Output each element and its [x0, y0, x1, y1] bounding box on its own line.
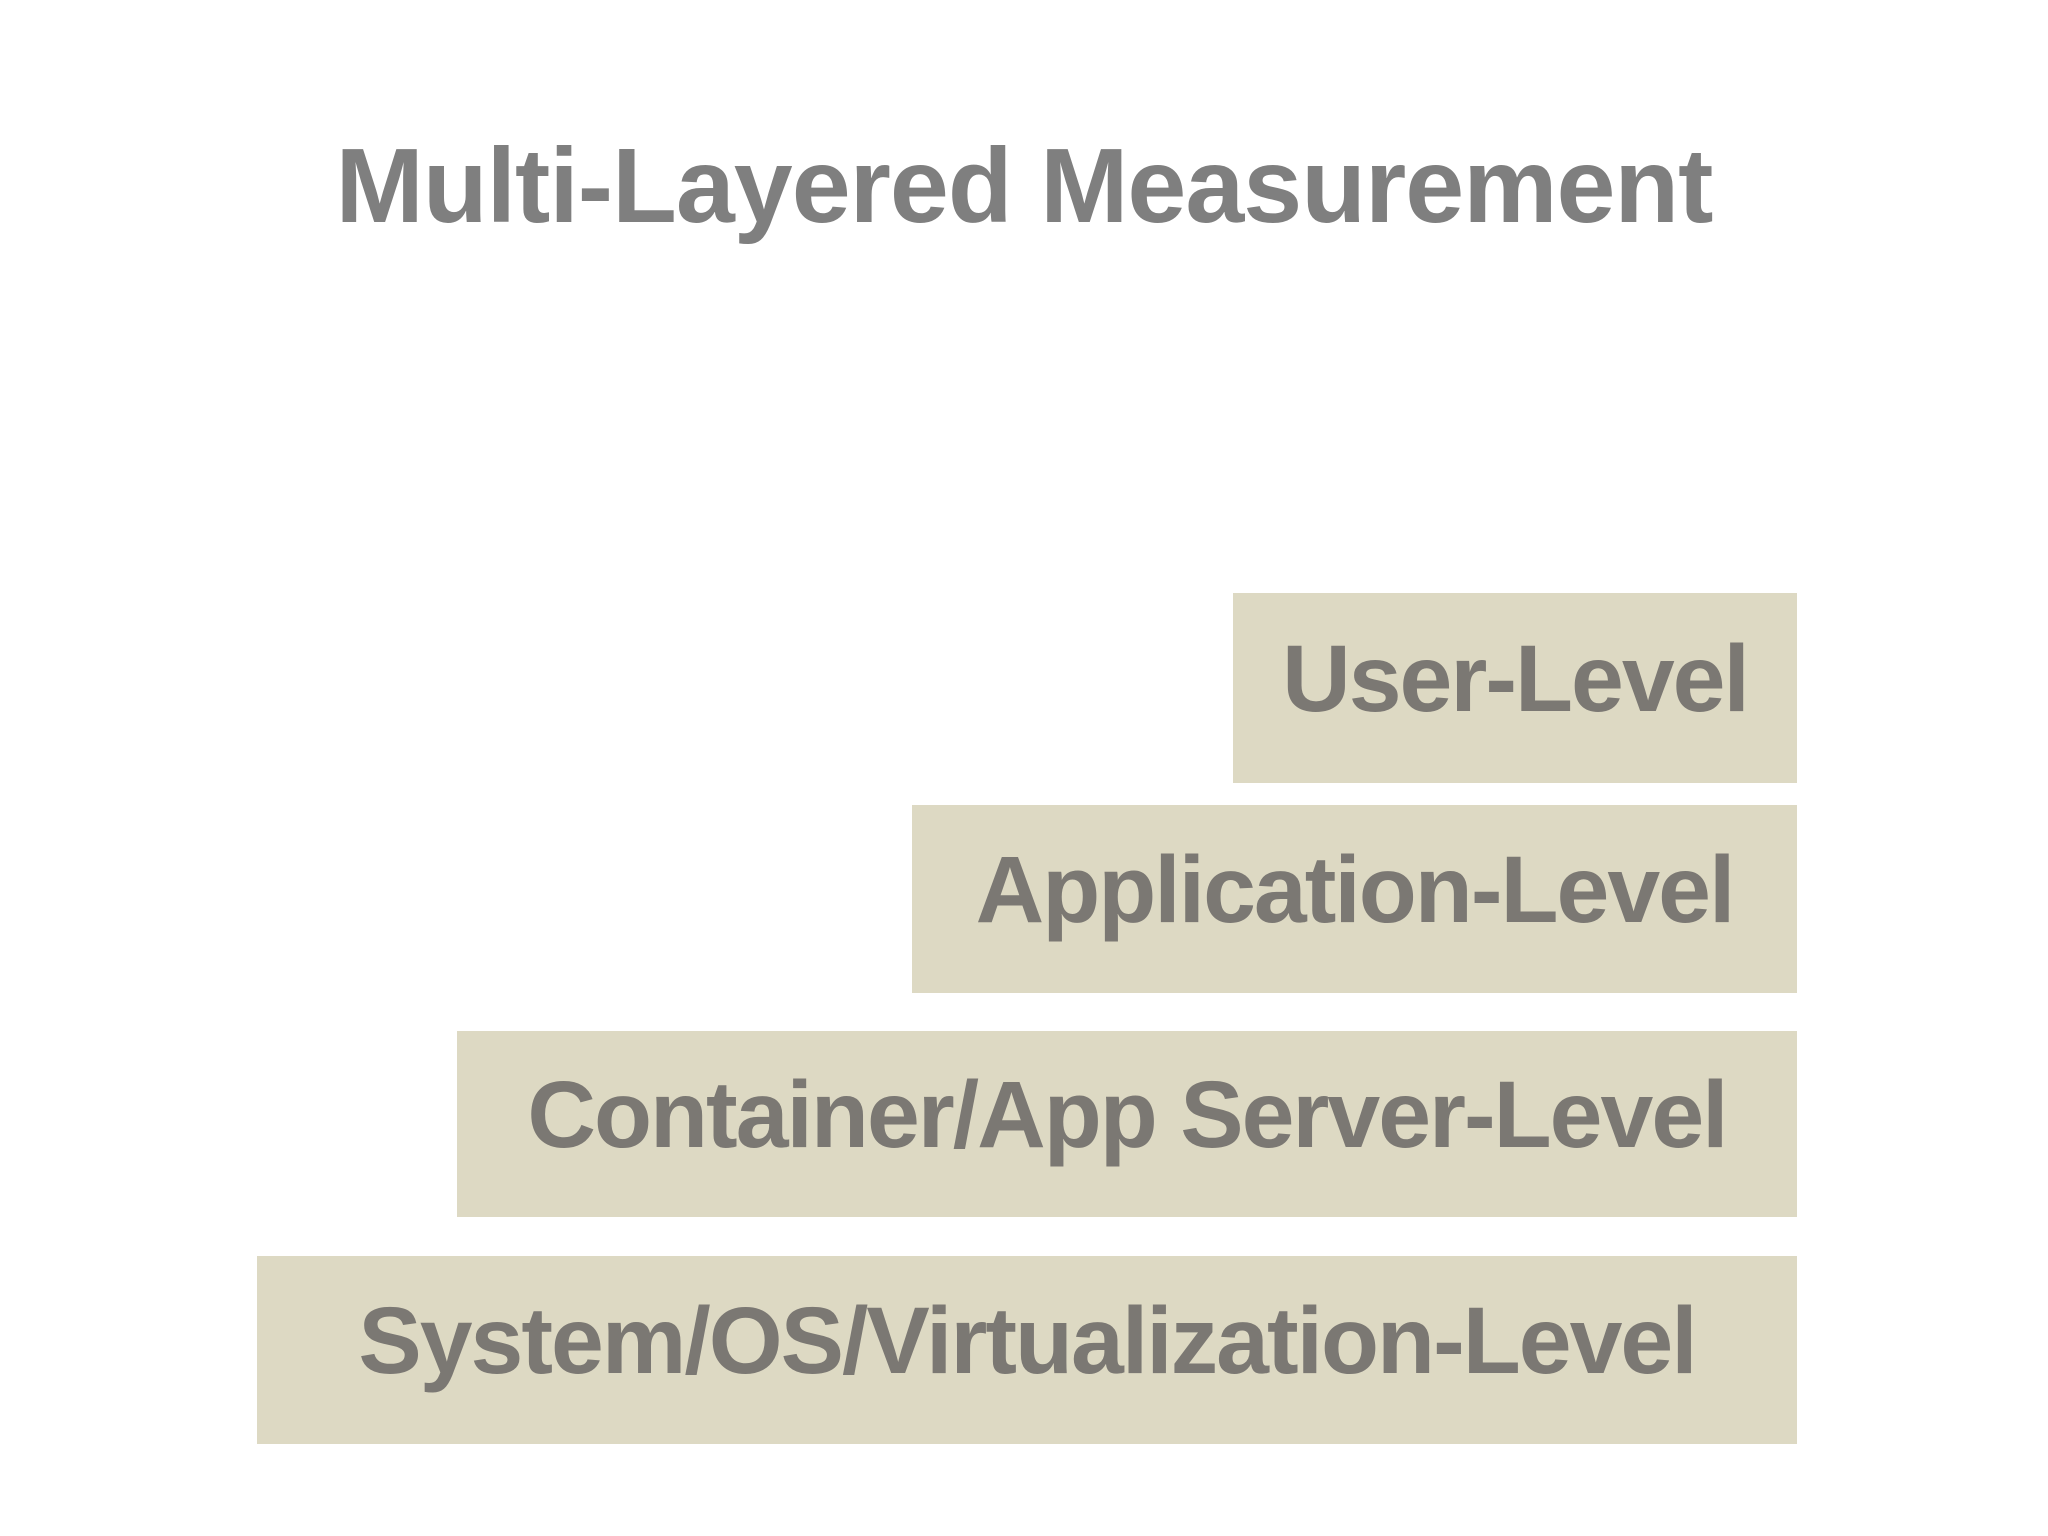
- layer-label-application-level: Application-Level: [975, 836, 1736, 943]
- layer-label-user-level: User-Level: [1282, 625, 1750, 732]
- slide-title: Multi-Layered Measurement: [335, 127, 1714, 245]
- layer-bar-container-app-server-level: Container/App Server-Level: [457, 1031, 1797, 1217]
- layer-label-container-app-server-level: Container/App Server-Level: [527, 1061, 1728, 1168]
- layer-bar-application-level: Application-Level: [912, 805, 1797, 993]
- layer-bar-system-os-virtualization-level: System/OS/Virtualization-Level: [257, 1256, 1797, 1444]
- layer-label-system-os-virtualization-level: System/OS/Virtualization-Level: [358, 1287, 1697, 1394]
- layer-bar-user-level: User-Level: [1233, 593, 1797, 783]
